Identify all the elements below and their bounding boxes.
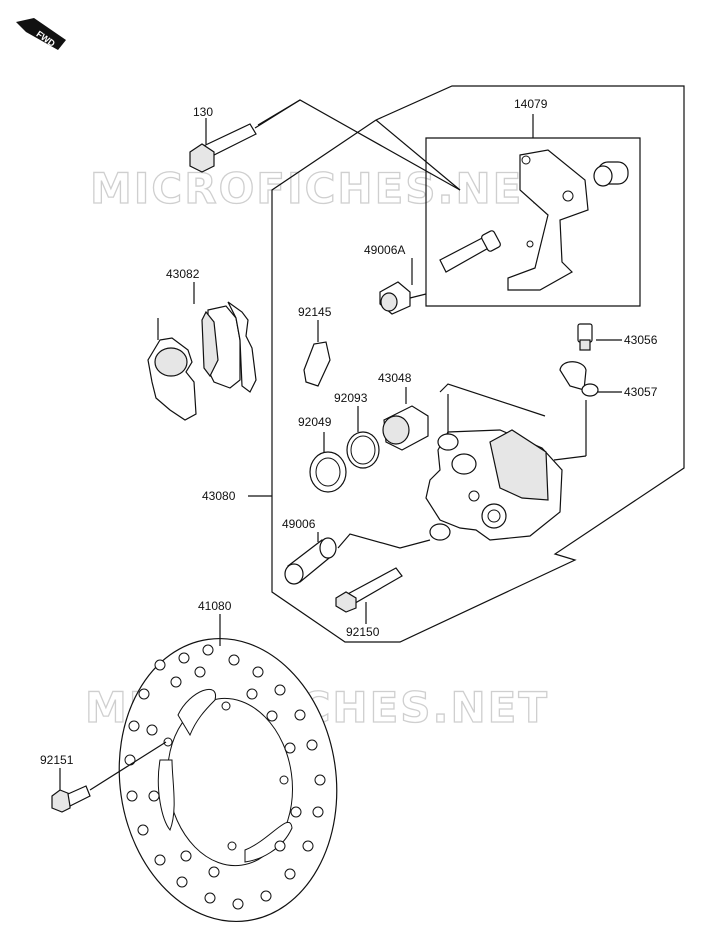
- caliper-body: [425, 429, 563, 541]
- label-49006A: 49006A: [364, 243, 405, 257]
- brake-disc-41080: [118, 637, 338, 923]
- label-92093: 92093: [334, 391, 368, 405]
- slide-pin-49006A: [439, 230, 501, 273]
- bolt-92150: [335, 567, 403, 613]
- label-92150: 92150: [346, 625, 380, 639]
- label-41080: 41080: [198, 599, 232, 613]
- caliper-top-line: [439, 383, 546, 417]
- anti-rattle-spring-92145: [303, 341, 331, 387]
- piston-43048: [382, 405, 429, 451]
- label-43048: 43048: [378, 371, 412, 385]
- seal-92049: [309, 451, 347, 493]
- leader-43057-caliper: [553, 455, 587, 461]
- label-14079: 14079: [514, 97, 548, 111]
- bleeder-valve-43056: [577, 323, 593, 351]
- bolt-92151: [51, 785, 91, 813]
- brake-pads-43082: [147, 301, 257, 421]
- label-130: 130: [193, 105, 213, 119]
- bolt-130: [189, 123, 257, 173]
- assembly-inner-line: [375, 119, 461, 191]
- fwd-arrow-icon: FWD: [16, 18, 66, 50]
- label-43080: 43080: [202, 489, 236, 503]
- bleeder-cap-43057: [559, 361, 599, 397]
- pin-49006-leader: [337, 533, 431, 549]
- slide-pin-49006: [284, 537, 337, 585]
- watermark-top: MICROFICHES.NET: [90, 164, 554, 213]
- label-43082: 43082: [166, 267, 200, 281]
- pin-leader: [409, 293, 427, 299]
- seal-92093: [346, 431, 380, 469]
- label-43056: 43056: [624, 333, 658, 347]
- boot-49006A: [379, 281, 411, 315]
- bracket-box-14079: [425, 137, 641, 307]
- bolt-92151-leader: [89, 741, 167, 791]
- bolt-130-leader: [254, 99, 461, 191]
- caliper-bracket-14079: [507, 149, 629, 291]
- label-43057: 43057: [624, 385, 658, 399]
- label-92151: 92151: [40, 753, 74, 767]
- label-92049: 92049: [298, 415, 332, 429]
- label-49006: 49006: [282, 517, 316, 531]
- label-92145: 92145: [298, 305, 332, 319]
- assembly-outline: [271, 85, 685, 643]
